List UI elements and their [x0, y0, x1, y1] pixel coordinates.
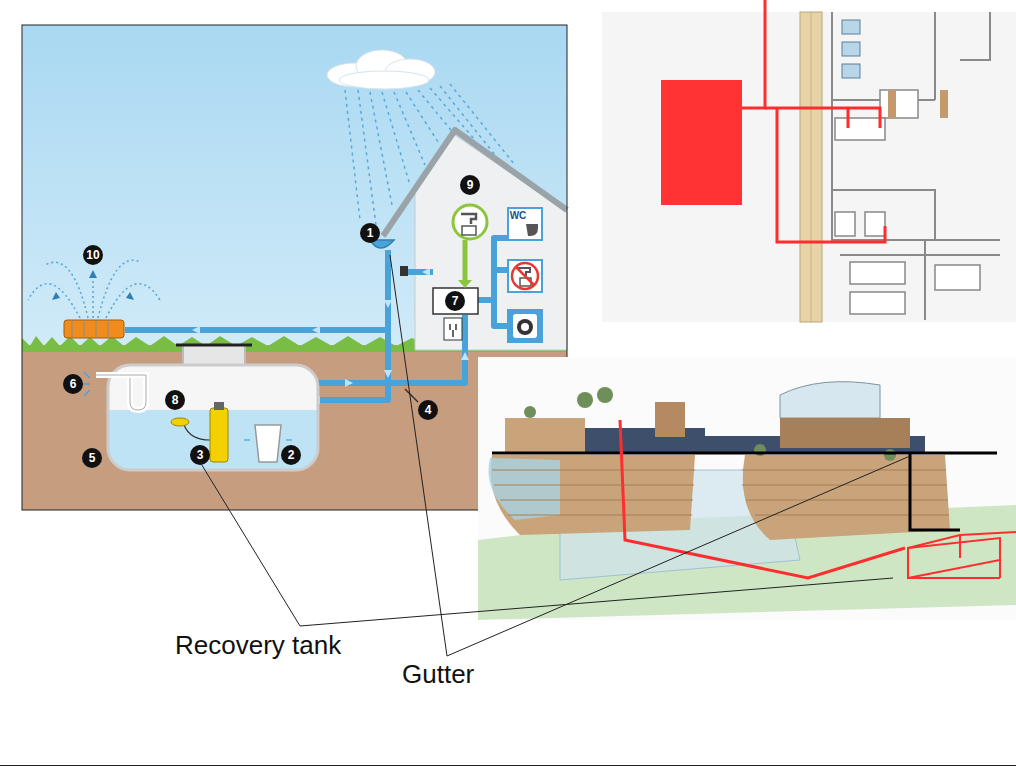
- callout-number: 7: [452, 295, 459, 307]
- callout-number: 4: [425, 404, 432, 416]
- icon-label: WC: [510, 211, 527, 221]
- callout-number: 9: [467, 179, 474, 191]
- part-label: Gutter: [402, 661, 474, 687]
- leader-lines: [200, 255, 910, 656]
- callout-number: 3: [197, 449, 204, 461]
- floor-plan: [602, 0, 1016, 322]
- bottom-rule: [0, 765, 1016, 766]
- callout-number: 6: [70, 378, 77, 390]
- callout-number: 8: [172, 394, 179, 406]
- callout-number: 10: [86, 249, 99, 261]
- callout-number: 5: [89, 452, 96, 464]
- building-render: [478, 357, 1016, 620]
- callout-number: 2: [288, 449, 295, 461]
- callout-number: 1: [367, 227, 374, 239]
- part-label: Recovery tank: [175, 632, 341, 658]
